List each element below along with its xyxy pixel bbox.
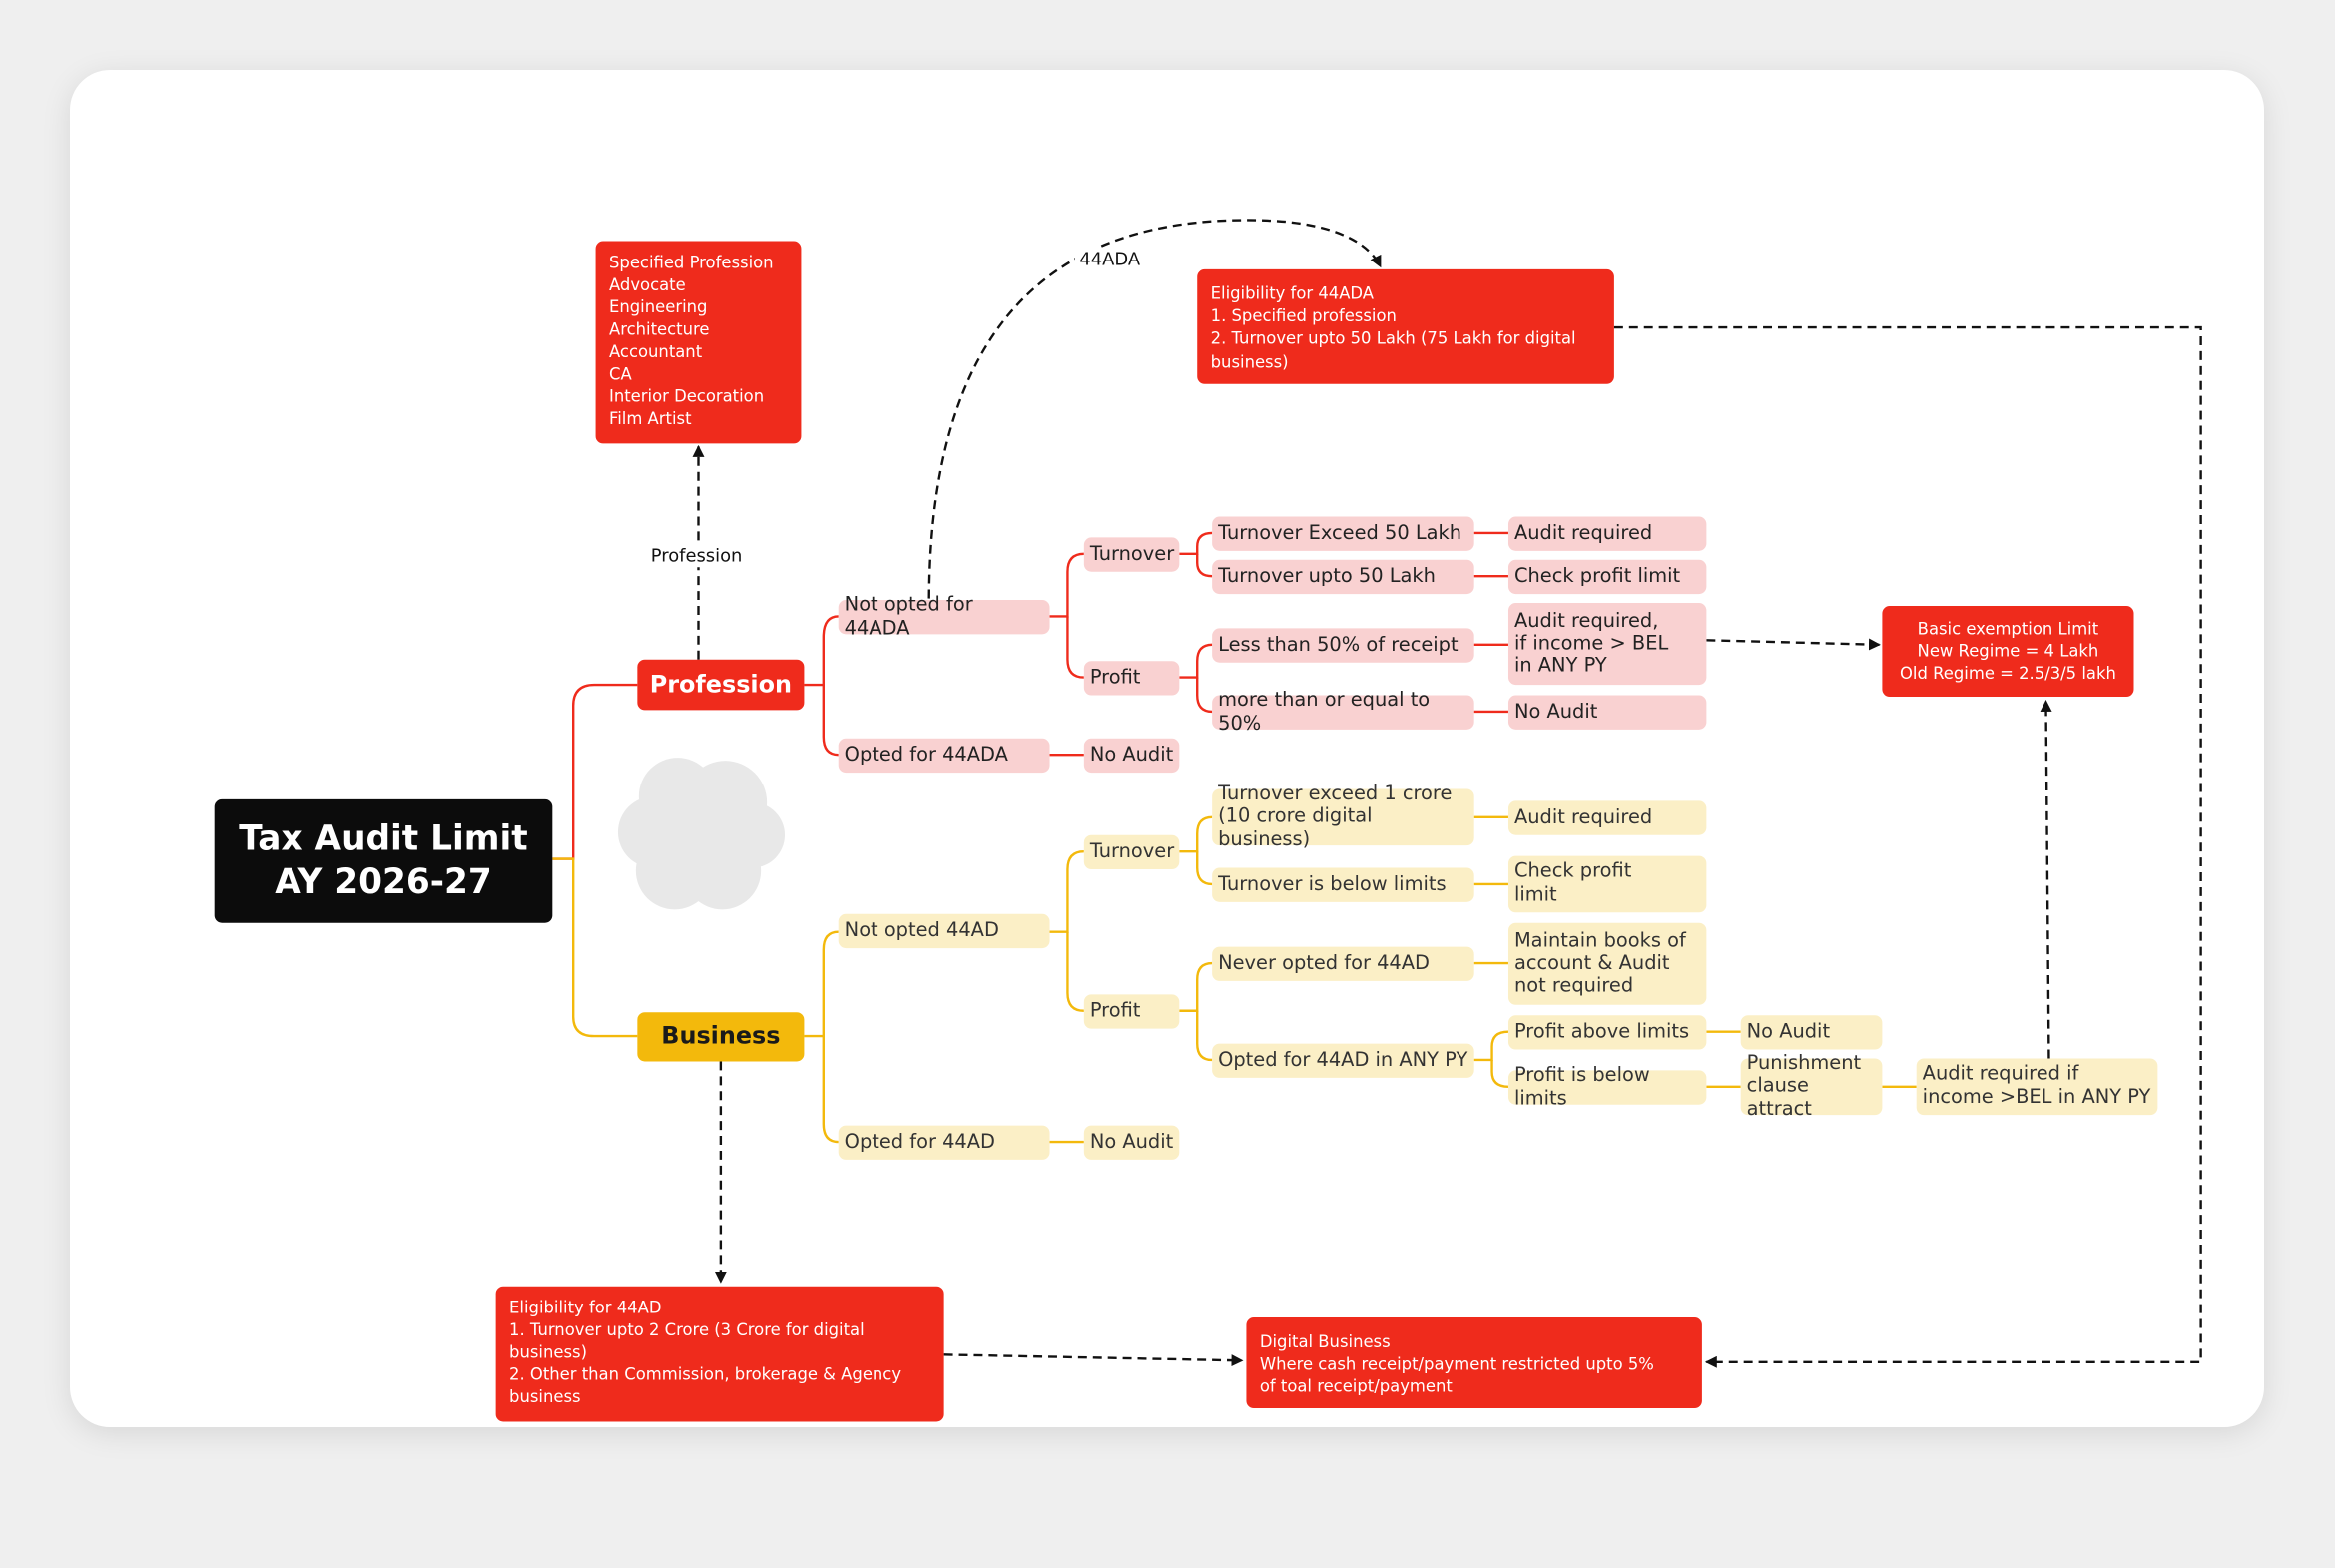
connector-profession-opted xyxy=(822,685,839,757)
digital-business-box[interactable]: Digital Business Where cash receipt/paym… xyxy=(1246,1317,1702,1409)
dashed-auditbel-belbox xyxy=(2040,699,2052,1059)
profession-profit-less-result[interactable]: Audit required, if income > BEL in ANY P… xyxy=(1507,603,1707,686)
root-topic-tax-audit-limit[interactable]: Tax Audit Limit AY 2026-27 xyxy=(214,798,553,923)
business-profit[interactable]: Profit xyxy=(1083,994,1180,1029)
profession-turnover-exceed-result[interactable]: Audit required xyxy=(1507,516,1707,551)
eligibility-44ad-box[interactable]: Eligibility for 44AD 1. Turnover upto 2 … xyxy=(495,1286,944,1422)
connector-notopted44ad-profit xyxy=(1066,931,1084,1012)
profession-profit-more-result[interactable]: No Audit xyxy=(1507,695,1707,730)
business-punishment[interactable]: Punishment clause attract xyxy=(1740,1052,1883,1121)
profession-profit[interactable]: Profit xyxy=(1083,661,1180,696)
business-profit-above-no-audit[interactable]: No Audit xyxy=(1740,1015,1883,1050)
basic-exemption-limit-box[interactable]: Basic exemption Limit New Regime = 4 Lak… xyxy=(1882,606,2134,698)
business-profit-above[interactable]: Profit above limits xyxy=(1507,1015,1707,1050)
connector-turnover-upto xyxy=(1196,553,1213,578)
business-opted-44ad[interactable]: Opted for 44AD xyxy=(838,1125,1050,1160)
connector-business-opted xyxy=(822,1036,839,1144)
profession-opted-44ada[interactable]: Opted for 44ADA xyxy=(838,738,1050,774)
business-turnover-below-result[interactable]: Check profit limit xyxy=(1507,855,1707,913)
business-not-opted-44ad[interactable]: Not opted 44AD xyxy=(838,913,1050,949)
connector-notopted-profit xyxy=(1066,616,1084,679)
business-never-opted[interactable]: Never opted for 44AD xyxy=(1212,946,1474,981)
connector-profit-less xyxy=(1179,643,1213,679)
business-never-opted-result[interactable]: Maintain books of account & Audit not re… xyxy=(1507,922,1707,1005)
profession-turnover[interactable]: Turnover xyxy=(1083,537,1180,572)
connector-bprofit-never xyxy=(1179,961,1213,1012)
connector-optedpy-above xyxy=(1473,1030,1509,1062)
business-turnover[interactable]: Turnover xyxy=(1083,834,1180,870)
connector-layer xyxy=(552,219,2202,1368)
mind-map: Tax Audit Limit AY 2026-27 Profession Bu… xyxy=(70,70,2335,1568)
connector-root-profession xyxy=(552,683,638,860)
dashed-auditresult-bel xyxy=(1706,638,1881,651)
cloud-icon xyxy=(617,758,786,910)
profession-turnover-upto-result[interactable]: Check profit limit xyxy=(1507,559,1707,595)
connector-turnover-exceed xyxy=(1179,531,1213,555)
branch-business[interactable]: Business xyxy=(637,1012,805,1062)
link-label-profession: Profession xyxy=(646,543,747,568)
profession-not-opted-44ada[interactable]: Not opted for 44ADA xyxy=(838,595,1050,640)
connector-notopted44ad-turnover xyxy=(1049,849,1084,933)
connector-bprofit-opted xyxy=(1196,1010,1213,1062)
profession-profit-less[interactable]: Less than 50% of receipt xyxy=(1212,628,1474,663)
business-profit-below[interactable]: Profit is below limits xyxy=(1507,1065,1707,1110)
connector-bturnover-below xyxy=(1196,851,1213,886)
connector-bturnover-exceed xyxy=(1179,815,1213,853)
specified-profession-box[interactable]: Specified Profession Advocate Engineerin… xyxy=(595,241,802,444)
link-label-44ada: 44ADA xyxy=(1074,247,1145,271)
connector-optedpy-below xyxy=(1490,1059,1509,1089)
eligibility-44ada-box[interactable]: Eligibility for 44ADA 1. Specified profe… xyxy=(1197,268,1614,384)
business-turnover-below[interactable]: Turnover is below limits xyxy=(1212,867,1474,902)
diagram-card: Tax Audit Limit AY 2026-27 Profession Bu… xyxy=(70,70,2264,1427)
business-audit-if-bel[interactable]: Audit required if income >BEL in ANY PY xyxy=(1916,1058,2158,1116)
branch-profession[interactable]: Profession xyxy=(637,659,805,711)
connector-business-not-opted xyxy=(804,930,839,1038)
connector-notopted-turnover xyxy=(1049,552,1084,618)
connector-profession-not-opted xyxy=(804,615,839,687)
business-turnover-exceed-result[interactable]: Audit required xyxy=(1507,800,1707,835)
profession-opted-no-audit[interactable]: No Audit xyxy=(1083,738,1180,774)
dashed-44ada-arc xyxy=(927,219,1382,599)
business-opted-no-audit[interactable]: No Audit xyxy=(1083,1125,1180,1160)
profession-profit-more[interactable]: more than or equal to 50% xyxy=(1212,690,1474,735)
business-opted-any-py[interactable]: Opted for 44AD in ANY PY xyxy=(1212,1043,1474,1078)
dashed-eligibility44ada-digital xyxy=(1613,325,2202,1368)
connector-profit-more xyxy=(1196,677,1213,714)
profession-turnover-upto[interactable]: Turnover upto 50 Lakh xyxy=(1212,559,1474,595)
profession-turnover-exceed[interactable]: Turnover Exceed 50 Lakh xyxy=(1212,516,1474,551)
connector-root-business xyxy=(552,857,638,1038)
business-turnover-exceed[interactable]: Turnover exceed 1 crore (10 crore digita… xyxy=(1212,783,1474,851)
dashed-eligibility44ad-digital xyxy=(943,1353,1244,1367)
